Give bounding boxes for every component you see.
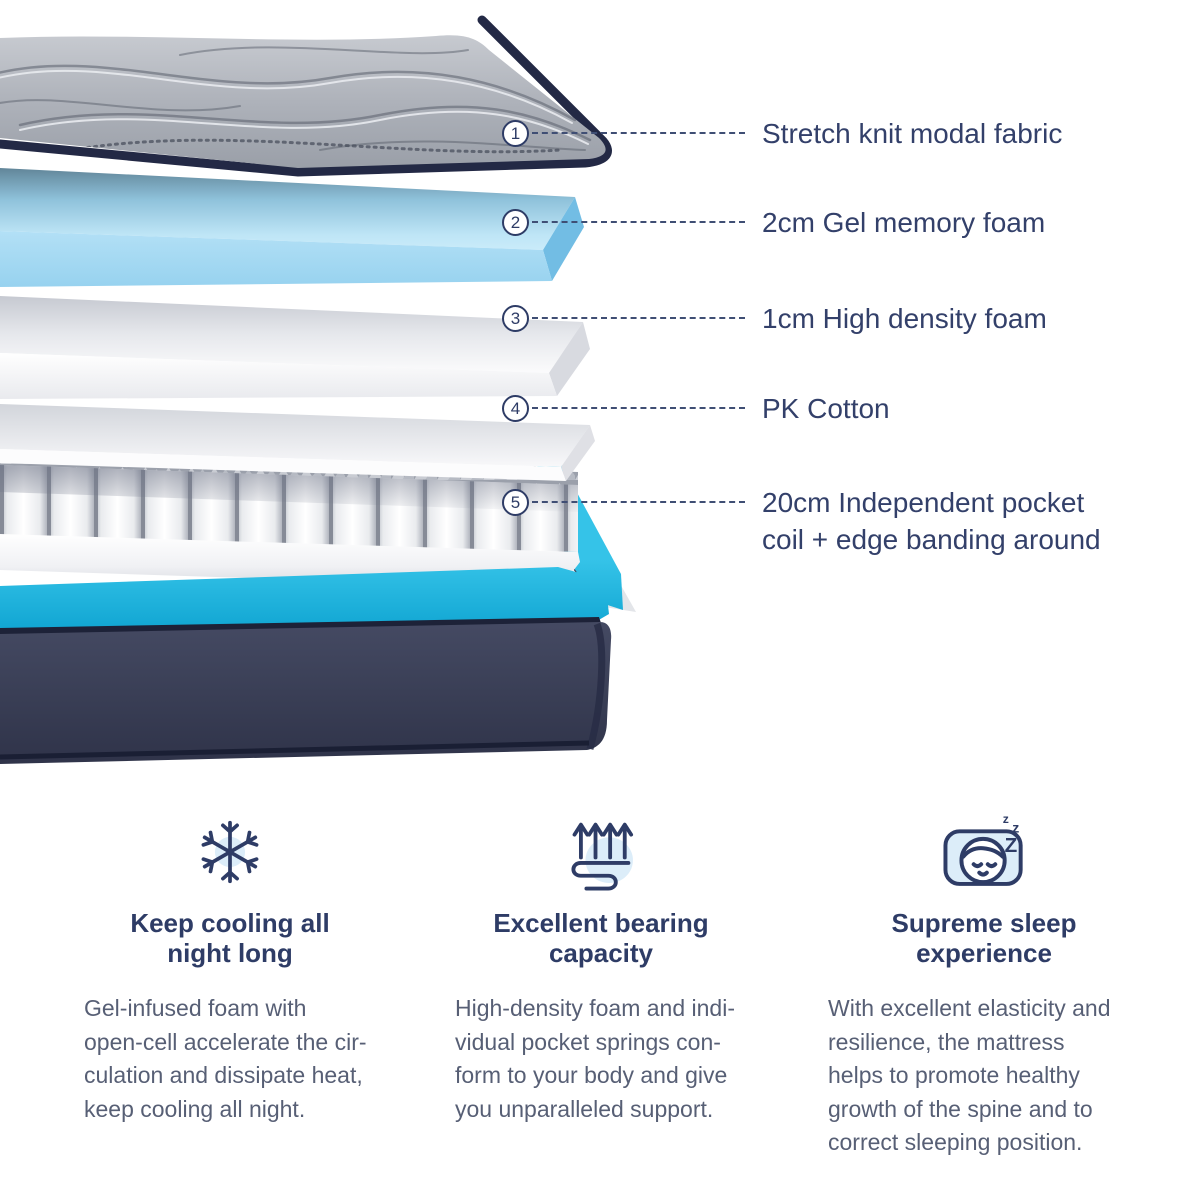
quilt-pattern — [0, 46, 592, 154]
layer-number-badge: 1 — [502, 120, 529, 147]
feature-body: Gel-infused foam with open-cell accelera… — [84, 995, 367, 1122]
layer-number-badge: 4 — [502, 395, 529, 422]
layer-number-badge: 2 — [502, 209, 529, 236]
feature-cooling: Keep cooling all night long Gel-infused … — [84, 806, 376, 1126]
callout-dashed-line — [532, 501, 745, 503]
base-right-edge — [586, 622, 606, 750]
high-density-foam-layer — [0, 296, 590, 399]
callout-dashed-line — [532, 132, 745, 134]
svg-text:z: z — [1003, 812, 1009, 826]
svg-text:Z: Z — [1005, 834, 1018, 857]
fabric-surface — [0, 35, 606, 168]
mattress-base — [0, 567, 612, 764]
layer-label: 2cm Gel memory foam — [762, 207, 1046, 238]
layer-callout-3: 3 1cm High density foam — [502, 303, 1047, 337]
snowflake-icon — [84, 806, 376, 898]
layer-label: Stretch knit modal fabric — [762, 118, 1063, 149]
callout-dashed-line — [532, 317, 745, 319]
spring-top-shade — [0, 465, 578, 512]
feature-sleep: z z Z Supreme sleep experience With exce… — [828, 806, 1140, 1160]
pk-cotton-layer — [0, 404, 595, 481]
svg-text:z: z — [1012, 819, 1019, 835]
knit-fabric-layer — [0, 15, 612, 177]
feature-body: High-density foam and indi- vidual pocke… — [455, 995, 735, 1122]
feature-title: Keep cooling all night long — [130, 908, 330, 968]
layer-callout-5: 5 20cm Independent pocket coil + edge ba… — [502, 487, 1101, 558]
layer-label: 20cm Independent pocket coil + edge band… — [762, 487, 1101, 555]
layer-callout-2: 2 2cm Gel memory foam — [502, 207, 1045, 241]
mattress-illustration — [0, 15, 636, 764]
sleeping-head-icon: z z Z — [828, 806, 1140, 898]
feature-body: With excellent elasticity and resilience… — [828, 995, 1111, 1155]
piping-bottom — [0, 740, 590, 760]
layer-callout-1: 1 Stretch knit modal fabric — [502, 118, 1062, 152]
teal-band — [0, 567, 609, 630]
layer-label: 1cm High density foam — [762, 303, 1047, 334]
base-front — [0, 622, 612, 764]
callout-dashed-line — [532, 221, 745, 223]
feature-title: Excellent bearing capacity — [493, 908, 709, 968]
bearing-arrows-icon — [455, 806, 747, 898]
feature-bearing: Excellent bearing capacity High-density … — [455, 806, 747, 1126]
layer-callout-4: 4 PK Cotton — [502, 393, 890, 427]
callout-dashed-line — [532, 407, 745, 409]
gel-memory-foam-layer — [0, 168, 584, 287]
feature-title: Supreme sleep experience — [891, 908, 1077, 968]
fabric-binding — [0, 15, 612, 177]
layer-label: PK Cotton — [762, 393, 890, 424]
layer-number-badge: 3 — [502, 305, 529, 332]
layer-number-badge: 5 — [502, 489, 529, 516]
